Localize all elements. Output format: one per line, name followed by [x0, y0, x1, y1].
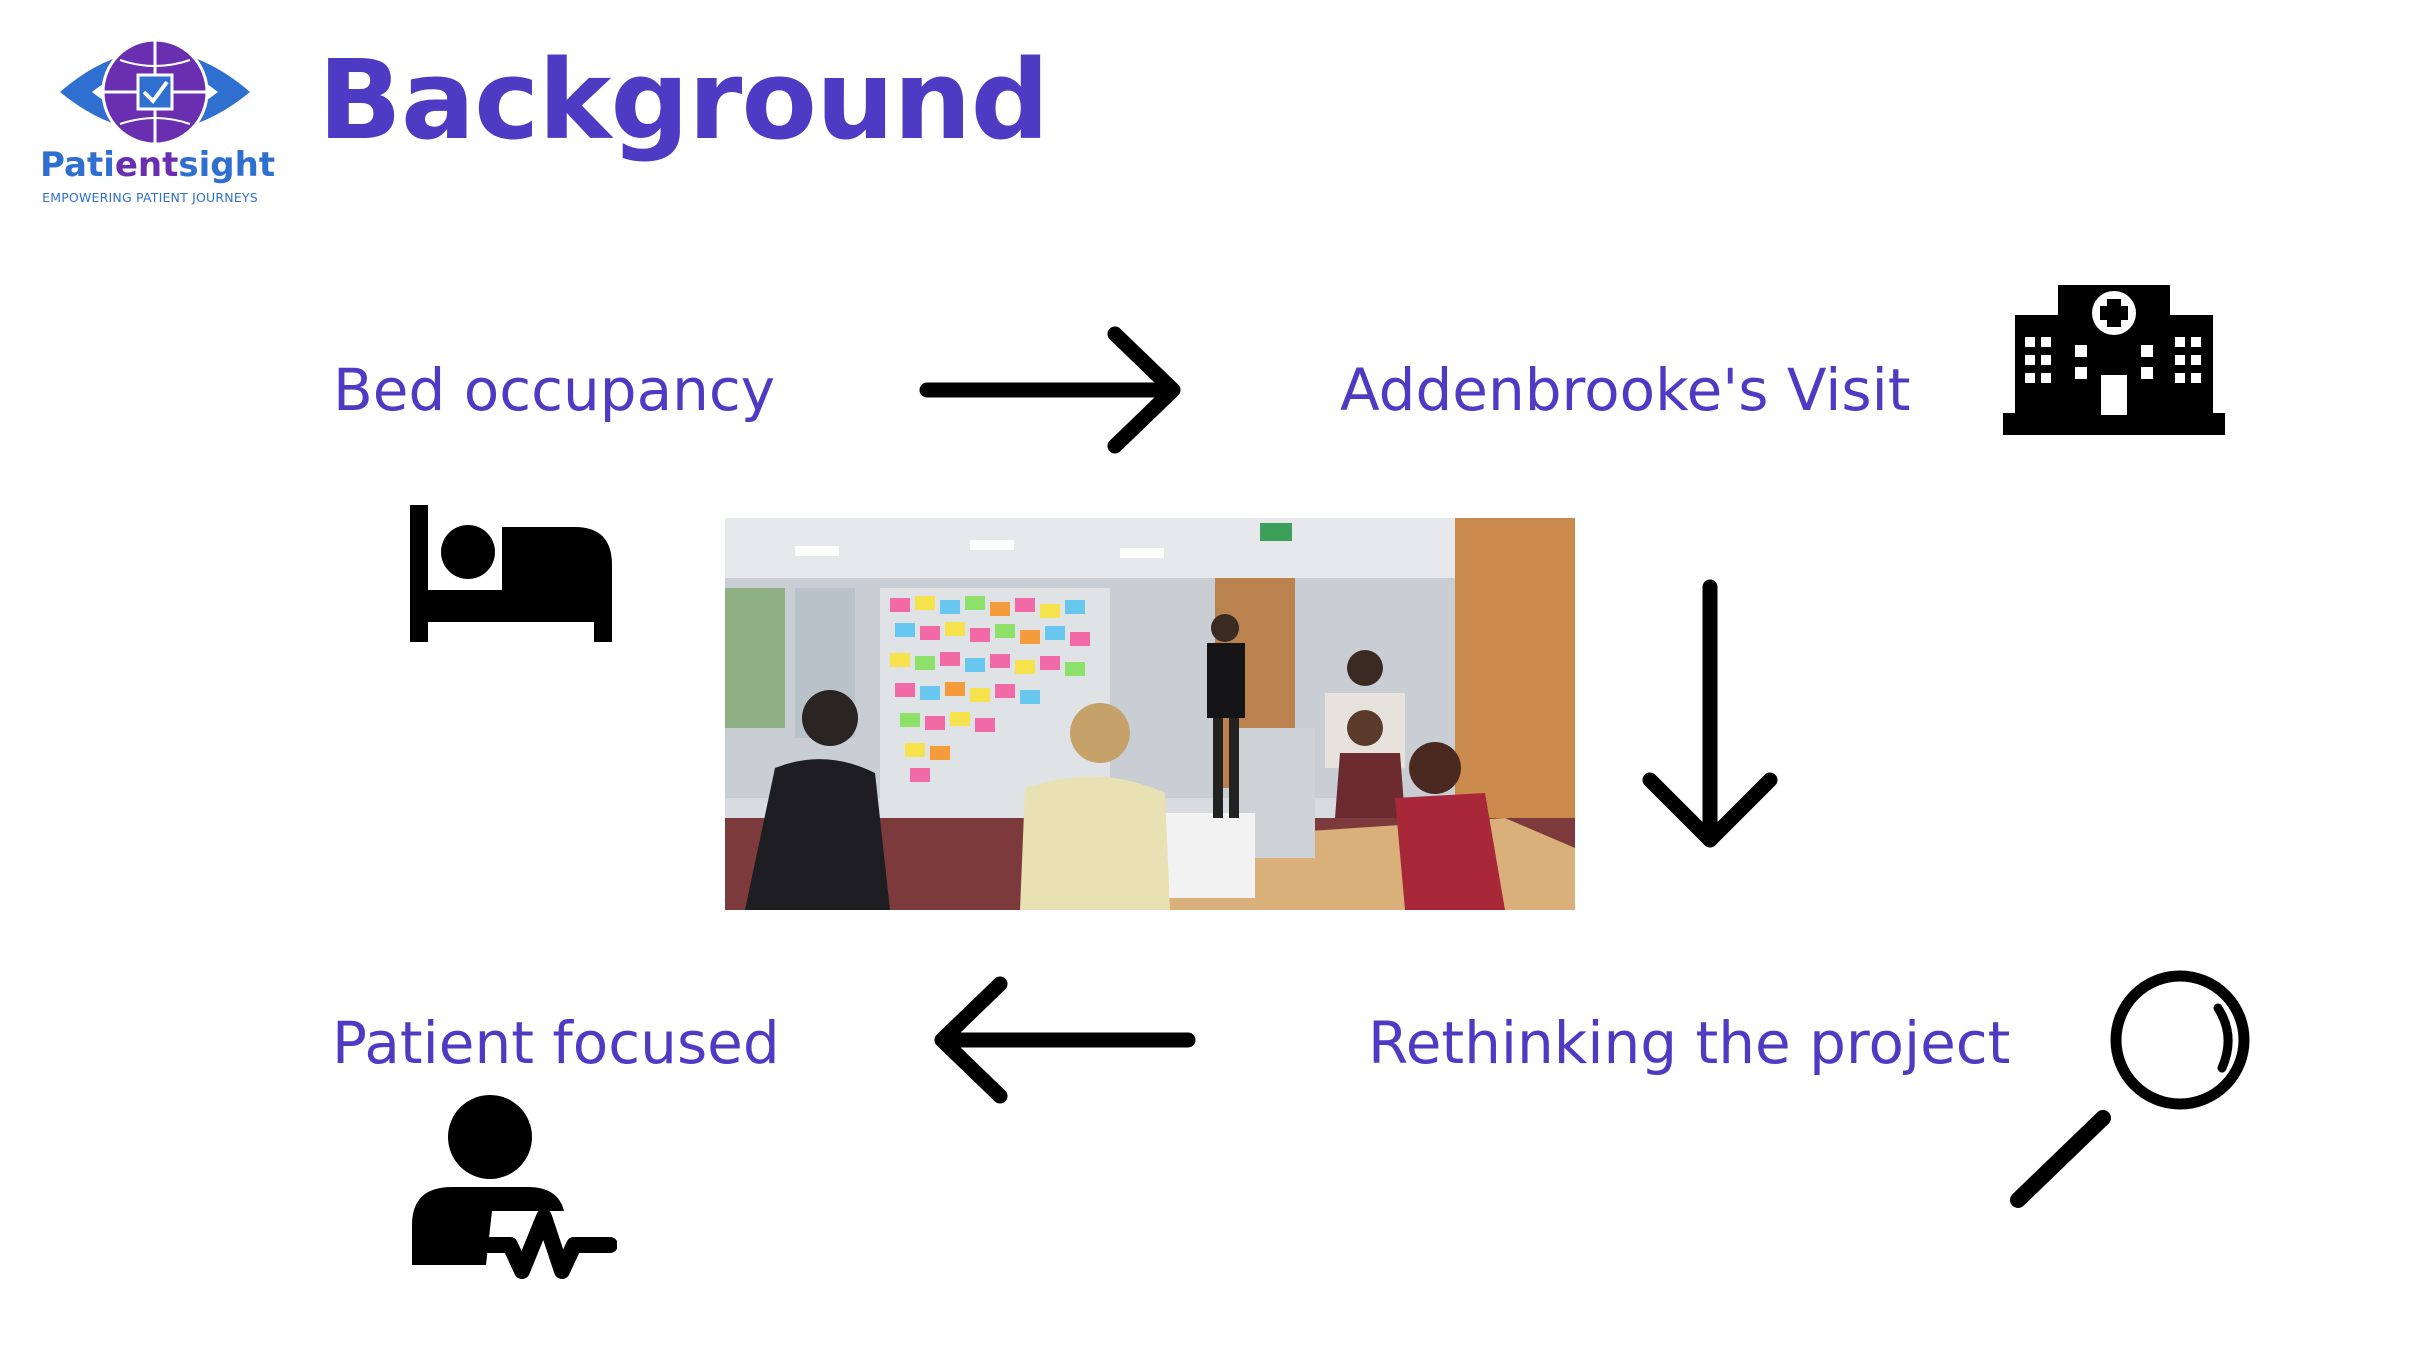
logo-name: Patientsight [40, 145, 276, 185]
arrow-down-icon [1642, 579, 1778, 848]
step-rethinking-project: Rethinking the project [1368, 1009, 2011, 1077]
logo [40, 20, 270, 220]
bed-icon [410, 505, 612, 642]
patient-heartbeat-icon [412, 1095, 617, 1279]
arrow-left-icon [934, 976, 1196, 1104]
workshop-photo [725, 518, 1575, 910]
page-title: Background [318, 36, 1049, 164]
logo-tagline: EMPOWERING PATIENT JOURNEYS [42, 190, 258, 205]
step-bed-occupancy: Bed occupancy [333, 356, 776, 424]
magnifying-glass-icon [2010, 970, 2250, 1208]
eye-logo-icon [60, 38, 250, 146]
hospital-icon [2003, 285, 2225, 435]
workshop-photo-image [725, 518, 1575, 910]
step-patient-focused: Patient focused [332, 1009, 780, 1077]
step-addenbrookes-visit: Addenbrooke's Visit [1340, 356, 1911, 424]
arrow-right-icon [919, 326, 1181, 454]
